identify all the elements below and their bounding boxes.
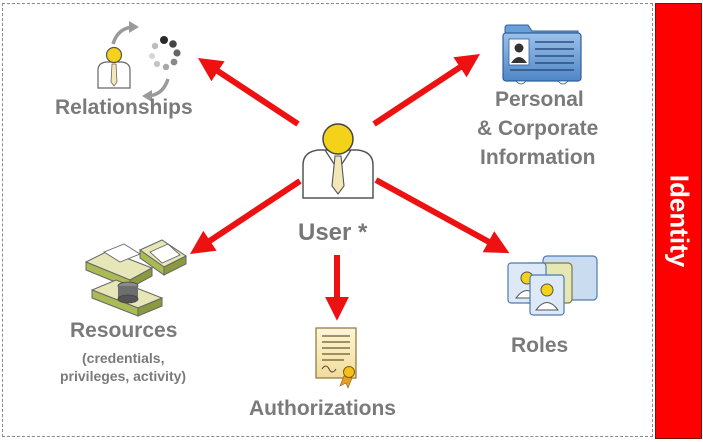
- relationships-icon: [97, 21, 181, 102]
- authorizations-label: Authorizations: [249, 397, 396, 420]
- personal-info-card-icon: [502, 24, 582, 85]
- user-label: User *: [298, 219, 368, 246]
- resources-sublabel-line1: (credentials,: [82, 350, 165, 366]
- identity-sidebar-label: Identity: [664, 174, 694, 268]
- diagram-frame: [2, 3, 653, 437]
- resources-sublabel-line2: privileges, activity): [60, 368, 187, 384]
- identity-sidebar: Identity: [655, 3, 702, 439]
- arrow-to-roles: [374, 177, 510, 254]
- relationships-label: Relationships: [55, 96, 193, 119]
- roles-label: Roles: [511, 334, 569, 357]
- personal-info-label-line2: & Corporate: [477, 117, 599, 140]
- resources-icon: [84, 239, 187, 317]
- certificate-icon: [315, 327, 357, 389]
- personal-info-label-line1: Personal: [495, 88, 584, 111]
- arrow-to-personal-info: [372, 54, 481, 127]
- resources-label: Resources: [70, 319, 178, 342]
- arrow-to-resources: [190, 178, 302, 254]
- roles-icon: [507, 255, 598, 316]
- arrow-to-relationships: [197, 58, 300, 127]
- arrows: [190, 54, 510, 321]
- personal-info-label-line3: Information: [480, 146, 596, 169]
- user-icon: [302, 123, 374, 199]
